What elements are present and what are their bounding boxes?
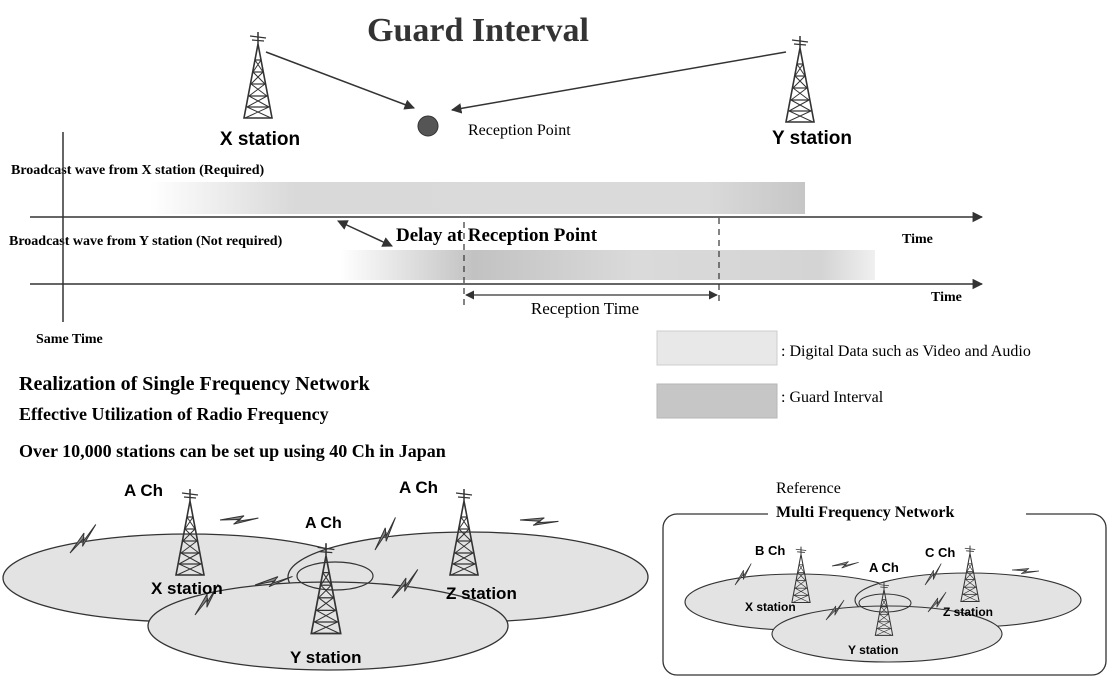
reception-point-label: Reception Point: [468, 122, 571, 139]
wave-x-band: [150, 182, 805, 214]
mfn-y-station-label: Y station: [848, 643, 898, 657]
legend-digital-swatch: [656, 330, 778, 366]
mfn-reference-label: Reference: [776, 480, 841, 497]
x-station-label: X station: [220, 129, 300, 150]
wave-y-label: Broadcast wave from Y station (Not requi…: [9, 234, 283, 249]
mfn-channel-b: B Ch: [755, 543, 785, 558]
sfn-channel-center: A Ch: [305, 515, 342, 532]
legend-guard-swatch: [656, 383, 778, 419]
mfn-title-mask: [768, 500, 1026, 524]
sfn-line3: Over 10,000 stations can be set up using…: [19, 441, 446, 461]
time-label-y: Time: [931, 290, 962, 305]
y-to-reception-arrow: [450, 51, 787, 114]
delay-label: Delay at Reception Point: [396, 225, 598, 246]
wave-x-label: Broadcast wave from X station (Required): [11, 163, 264, 178]
delay-arrow: [337, 220, 393, 247]
wave-y-band: [340, 250, 875, 280]
x-station-tower-icon: [243, 31, 273, 119]
mfn-title: Multi Frequency Network: [776, 504, 954, 521]
sfn-channel-z: A Ch: [399, 478, 438, 497]
reception-point-dot: [417, 115, 439, 137]
sfn-z-station-label: Z station: [446, 584, 517, 603]
sfn-y-station-label: Y station: [290, 648, 361, 667]
mfn-channel-c: C Ch: [925, 545, 955, 560]
sfn-x-station-label: X station: [151, 579, 223, 598]
page-title: Guard Interval: [367, 12, 589, 49]
y-station-tower-icon: [785, 35, 815, 123]
reception-time-label: Reception Time: [531, 299, 639, 318]
y-station-label: Y station: [772, 128, 852, 149]
time-label-x: Time: [902, 232, 933, 247]
legend-digital-label: : Digital Data such as Video and Audio: [781, 343, 1031, 360]
same-time-label: Same Time: [36, 332, 103, 347]
sfn-line2: Effective Utilization of Radio Frequency: [19, 404, 329, 424]
mfn-z-station-label: Z station: [943, 605, 993, 619]
sfn-overlap-area: [296, 561, 374, 591]
sfn-heading: Realization of Single Frequency Network: [19, 373, 371, 395]
mfn-x-station-label: X station: [745, 600, 796, 614]
mfn-channel-a: A Ch: [869, 560, 899, 575]
x-to-reception-arrow: [265, 51, 415, 110]
sfn-channel-x: A Ch: [124, 481, 163, 500]
legend-guard-label: : Guard Interval: [781, 389, 884, 406]
